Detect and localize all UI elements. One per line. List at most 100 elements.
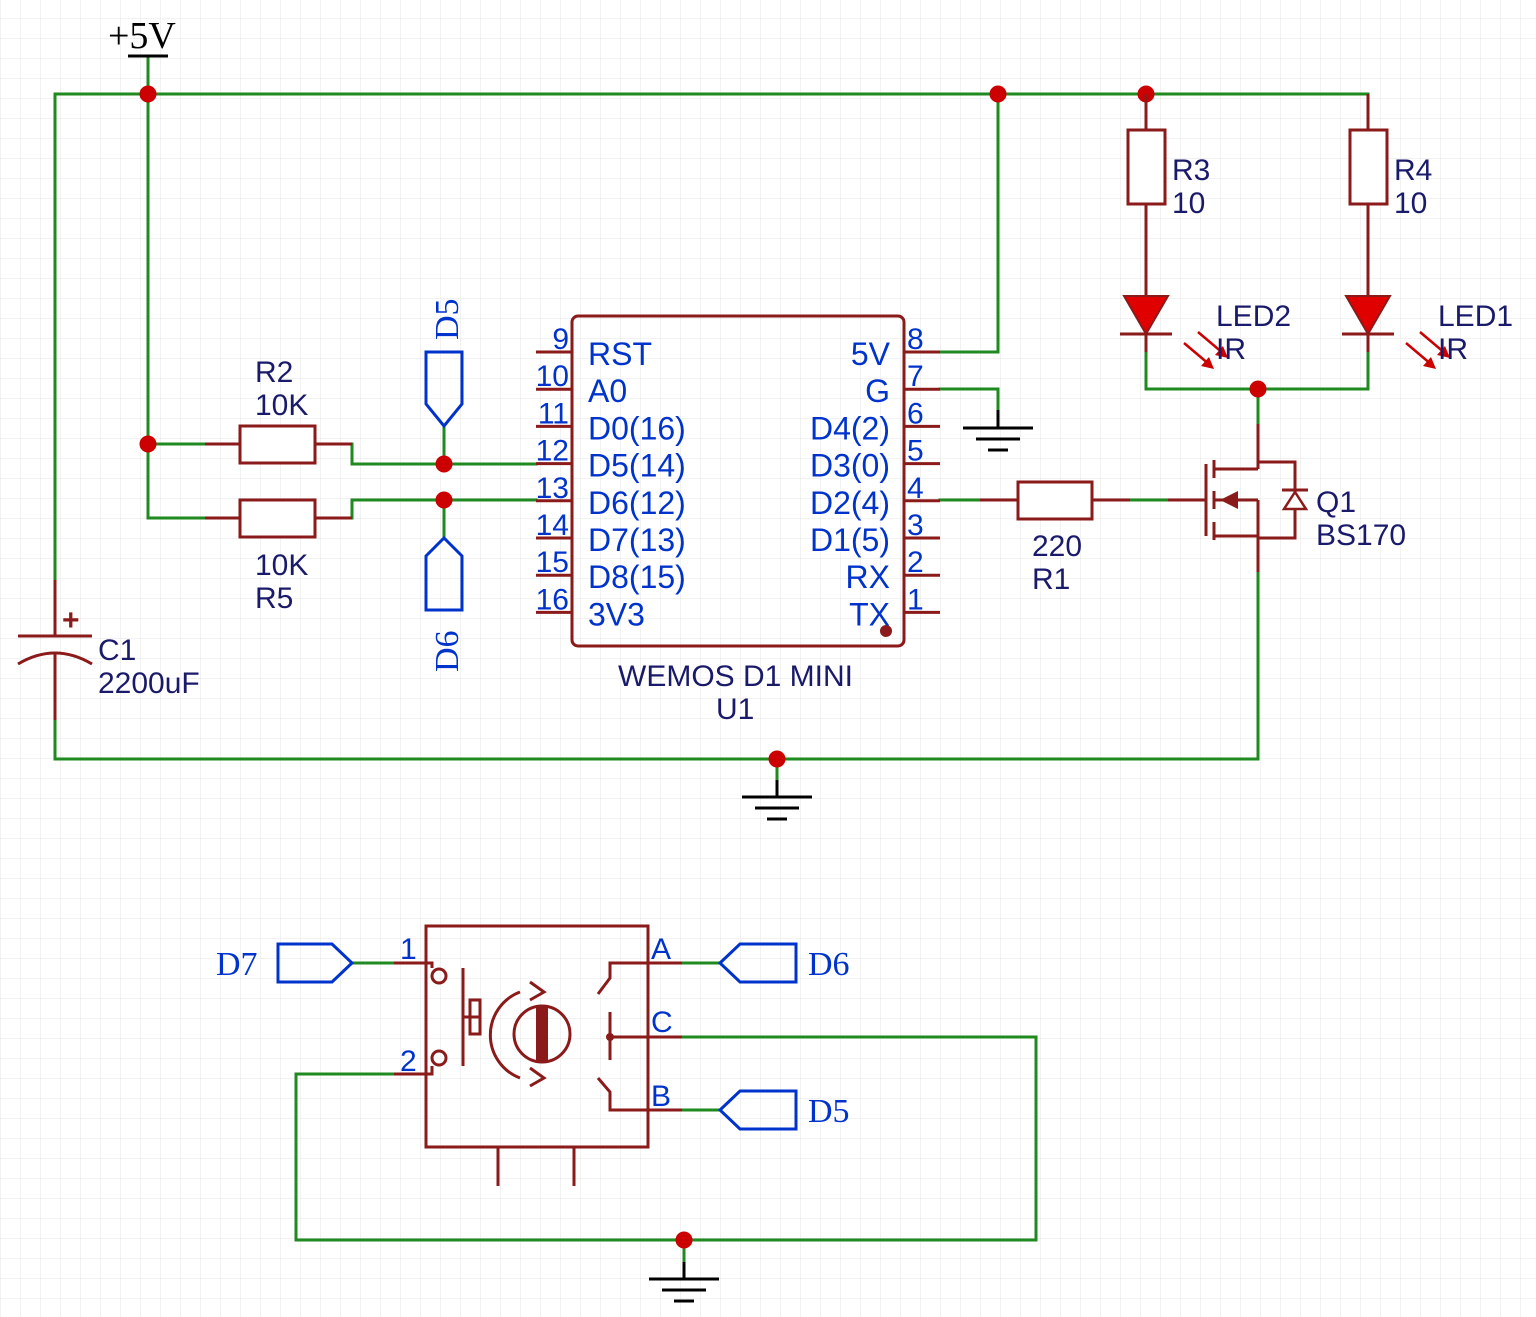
mosfet-q1: Q1 BS170 [1168,424,1406,572]
u1-pin-left: 15 D8(15) [536,546,686,595]
junction-dot [139,85,157,103]
encoder-pin-1: 1 [400,933,417,966]
encoder-pin-c: C [651,1006,673,1039]
power-5v-symbol: +5V [108,15,176,58]
u1-pin-right: 7G [865,360,940,409]
u1-pin-number: 8 [907,323,924,356]
ground-symbol-encoder [649,1262,719,1303]
encoder-pin-b: B [651,1080,671,1113]
u1-pin-right: 4 D2(4) [810,472,940,521]
u1-pin-name: D8(15) [588,559,686,595]
led1-ref: LED1 [1438,300,1513,333]
encoder-pin-2: 2 [400,1045,417,1078]
r1-value: 220 [1032,530,1082,563]
u1-pin-number: 14 [536,509,569,542]
u1-pin-right: 5 D3(0) [810,435,940,484]
net-flag-d5-encoder: D5 [717,1089,850,1131]
net-flag-d5-top: D5 [424,298,466,429]
resistor-r4: R4 10 [1348,94,1432,296]
u1-pin-name: D6(12) [588,485,686,521]
u1-pin-name: D0(16) [588,410,686,446]
u1-pin-left: 13 D6(12) [536,472,686,521]
u1-pin-number: 3 [907,509,924,542]
u1-pin-right: 2 RX [846,546,940,595]
r4-value: 10 [1394,187,1427,220]
u1-pin-number: 1 [907,583,924,616]
u1-pin-number: 7 [907,360,924,393]
u1-pin-name: D1(5) [810,522,890,558]
junction-dot [989,85,1007,103]
u1-pin-number: 9 [552,323,569,356]
resistor-r2: R2 10K [205,356,352,465]
q1-ref: Q1 [1316,486,1356,519]
junction-dot [675,1231,693,1249]
ground-symbol-u1 [963,410,1033,452]
u1-pin-name: D2(4) [810,485,890,521]
net-flag-label: D6 [429,630,466,672]
led-led1: LED1 IR [1342,295,1513,369]
net-flag-d6-encoder: D6 [717,942,850,984]
led2-value: IR [1216,333,1246,366]
pin1-marker [880,625,892,637]
led2-ref: LED2 [1216,300,1291,333]
u1-pin-name: RX [846,559,890,595]
r3-value: 10 [1172,187,1205,220]
led1-value: IR [1438,333,1468,366]
net-flag-d7-encoder: D7 [216,942,355,984]
u1-pin-left: 11 D0(16) [536,397,686,446]
junction-dot [139,435,157,453]
u1-ref: U1 [716,693,754,726]
u1-pin-number: 12 [536,435,569,468]
net-flag-label: D7 [216,946,258,983]
u1-name: WEMOS D1 MINI [618,660,853,693]
r4-ref: R4 [1394,154,1432,187]
u1-pin-left: 14 D7(13) [536,509,686,558]
u1-pin-number: 6 [907,397,924,430]
u1-pin-name: D7(13) [588,522,686,558]
c1-ref: C1 [98,634,136,667]
u1-pin-number: 16 [536,583,569,616]
u1-pin-name: D5(14) [588,448,686,484]
u1-pin-name: 5V [851,336,891,372]
u1-pin-right: 6D4(2) [810,397,940,446]
junctions [139,85,1267,1249]
u1-pin-name: A0 [588,373,627,409]
q1-value: BS170 [1316,519,1406,552]
net-flag-label: D5 [429,298,466,340]
u1-pin-number: 4 [907,472,924,505]
u1-pin-number: 15 [536,546,569,579]
u1-pin-right: 8 5V [851,323,940,372]
c1-value: 2200uF [98,667,200,700]
net-flag-label: D5 [808,1093,850,1130]
c1-polarity: + [62,604,80,637]
r5-value: 10K [255,549,308,582]
u1-pin-number: 5 [907,435,924,468]
u1-pin-number: 11 [538,397,569,430]
led-led2: LED2 IR [1120,295,1291,369]
junction-dot [1249,380,1267,398]
resistor-r5: 10K R5 [205,498,352,615]
junction-dot [435,491,453,509]
net-flag-d6-top: D6 [424,535,466,672]
encoder-pin-a: A [651,933,671,966]
resistor-r3: R3 10 [1126,94,1210,296]
power-label: +5V [108,15,176,57]
u1-pin-number: 13 [536,472,569,505]
junction-dot [768,750,786,768]
u1-pin-name: G [865,373,890,409]
u1-pin-name: D3(0) [810,448,890,484]
u1-pin-right: 3 D1(5) [810,509,940,558]
u1-pin-name: TX [849,596,890,632]
u1-pin-number: 10 [536,360,569,393]
resistor-r1: 220 R1 [980,480,1130,596]
r2-value: 10K [255,389,308,422]
r3-ref: R3 [1172,154,1210,187]
u1-pin-number: 2 [907,546,924,579]
